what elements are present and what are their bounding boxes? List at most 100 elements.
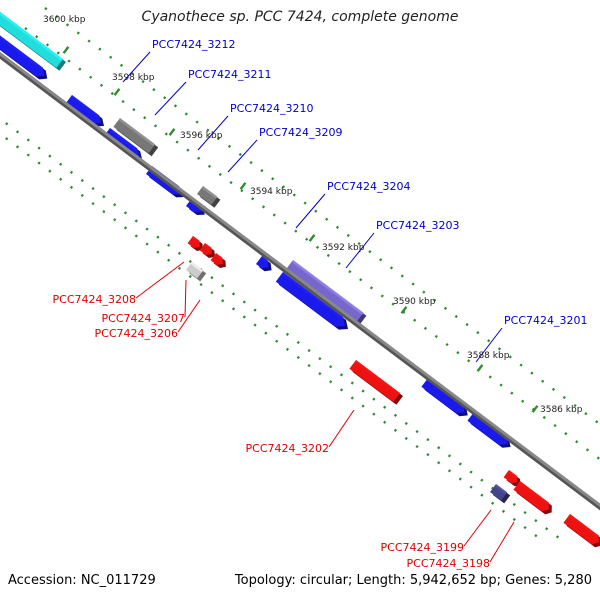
gene-highlight [518,481,549,505]
tick-dot [275,339,279,343]
gene-label[interactable]: PCC7424_3208 [53,293,136,306]
tick-dot [307,348,311,353]
tick-dot [573,403,577,408]
gene-label-leader [328,409,355,448]
gene-label[interactable]: PCC7424_3203 [376,219,459,232]
gene-highlight [118,118,156,147]
tick-dot [253,308,257,312]
tick-dot [26,138,30,142]
major-tick [476,364,484,372]
gene-feature[interactable] [285,260,367,326]
gene-feature[interactable] [421,378,468,417]
tick-dot [523,510,527,515]
gene-feature[interactable] [66,95,104,127]
tick-dot [585,448,590,452]
gene-feature[interactable] [275,272,348,330]
gene-label[interactable]: PCC7424_3199 [381,541,464,554]
tick-dot [562,395,566,400]
tick-dot [145,242,149,246]
tick-dot [80,193,84,198]
gene-face [349,360,400,402]
tick-dot [272,213,276,217]
gene-label[interactable]: PCC7424_3201 [504,314,587,327]
gene-highlight [291,260,364,315]
tick-dot [437,446,441,450]
gene-label[interactable]: PCC7424_3198 [407,557,490,570]
accession-text: Accession: NC_011729 [8,573,156,588]
tick-label: 3590 kbp [393,297,436,307]
tick-dot [285,347,290,351]
tick-dot [393,413,398,417]
tick-dot [231,292,236,296]
gene-feature[interactable] [187,236,203,251]
tick-dot [59,177,63,181]
tick-dot [76,31,80,35]
tick-label: 3594 kbp [250,187,293,197]
tick-dot [242,315,246,319]
tick-dot [512,517,516,522]
tick-dot [69,170,74,174]
tick-dot [510,391,514,395]
gene-label[interactable]: PCC7424_3211 [188,68,271,81]
gene-label[interactable]: PCC7424_3212 [152,38,235,51]
tick-dot [249,160,253,165]
tick-dot [541,379,545,383]
tick-dot [91,201,95,206]
gene-feature[interactable] [197,186,221,208]
gene-feature[interactable] [0,8,66,71]
tick-dot [314,209,318,213]
gene-feature[interactable] [0,28,48,80]
gene-feature[interactable] [503,470,521,487]
gene-feature[interactable] [199,243,215,258]
tick-dot [102,210,106,214]
tick-dot [551,387,556,391]
gene-feature[interactable] [490,484,511,504]
tick-dot [102,195,106,199]
gene-feature[interactable] [186,262,207,282]
gene-label[interactable]: PCC7424_3210 [230,102,313,115]
gene-label[interactable]: PCC7424_3204 [327,180,410,193]
tick-dot [123,226,128,230]
gene-feature[interactable] [113,118,159,157]
tick-dot [564,432,568,436]
tick-dot [132,108,136,112]
gene-feature[interactable] [467,412,511,448]
tick-dot [143,116,147,120]
tick-dot [337,261,341,266]
gene-label[interactable]: PCC7424_3202 [246,442,329,455]
tick-label: 3596 kbp [180,131,223,141]
gene-feature[interactable] [563,514,600,548]
tick-dot [415,444,419,449]
gene-feature[interactable] [210,253,226,268]
tick-dot [37,161,41,165]
tick-dot [350,396,354,400]
tick-label: 3586 kbp [540,405,583,415]
tick-dot [393,428,398,432]
tick-dot [261,205,266,209]
gene-highlight [281,272,343,319]
tick-dot [44,7,48,11]
tick-dot [264,316,268,320]
tick-dot [292,193,296,197]
gene-face [113,118,156,154]
gene-face [197,186,218,205]
tick-dot [361,404,365,408]
backbone-line [0,51,600,508]
tick-dot [110,91,114,96]
tick-dot [89,75,93,79]
gene-feature[interactable] [256,256,272,272]
gene-label[interactable]: PCC7424_3209 [259,126,342,139]
gene-feature[interactable] [349,360,403,405]
tick-dot [188,274,192,279]
tick-label: 3600 kbp [43,15,86,25]
tick-dot [329,380,333,384]
gene-label[interactable]: PCC7424_3207 [102,312,185,325]
gene-highlight [0,35,43,70]
tick-dot [423,326,428,330]
tick-dot [197,156,201,160]
gene-highlight [190,262,204,273]
gene-feature[interactable] [513,481,552,515]
gene-label[interactable]: PCC7424_3206 [95,327,178,340]
tick-dot [357,241,361,246]
tick-dot [445,342,449,347]
